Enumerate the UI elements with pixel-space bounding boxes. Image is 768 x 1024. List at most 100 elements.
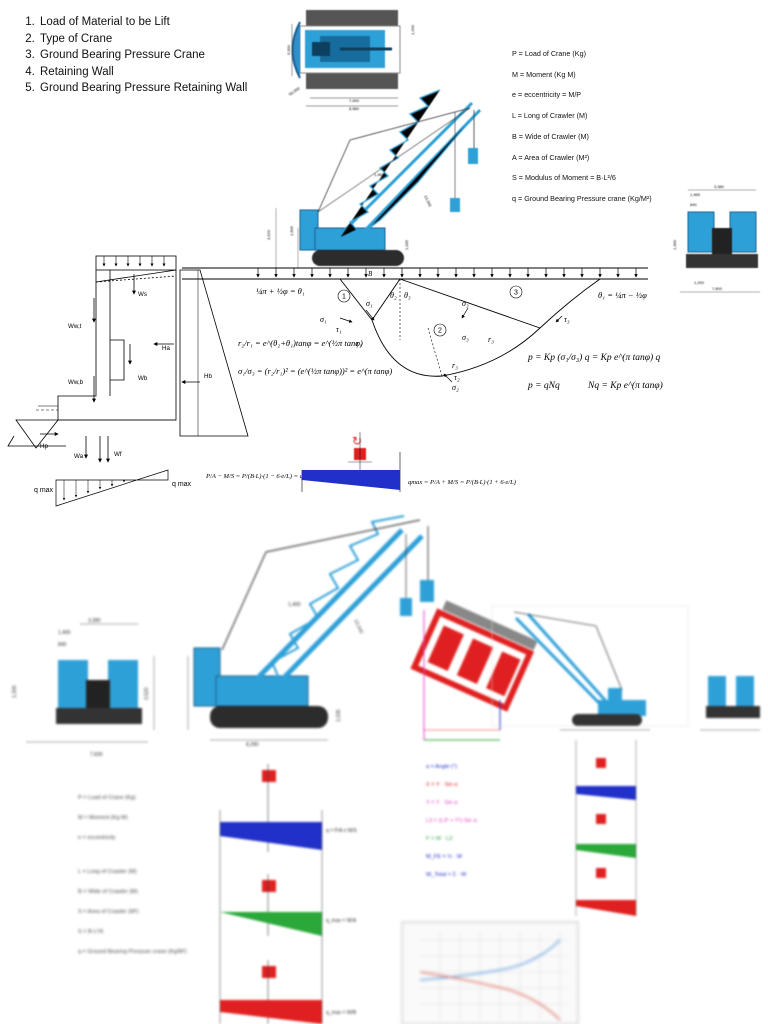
- bearing-equation-p: p = Kp (σ₁/σ₃) q = Kp e^(π tanφ) q: [527, 352, 661, 363]
- angle-equation-right: θ₁ = ¼π − ½φ: [598, 290, 647, 300]
- dim-label: 8,280: [246, 742, 259, 748]
- stress-label: σ₁: [366, 299, 373, 308]
- retaining-wall-diagram: Ws Ww,t Ww,b Wb Ha Hb Hp Wa Wf q max q m…: [7, 255, 249, 507]
- tilted-crane-diagram: [410, 600, 538, 741]
- crane-front-view: 3,380 1,465 840 1,300 1,200 7,600: [672, 184, 760, 293]
- force-label: Wf: [114, 451, 122, 458]
- dim-label: 3,520: [144, 687, 150, 700]
- dim-label: 1,300: [672, 239, 677, 250]
- legend-line: L = Long of Crawler (M): [512, 111, 588, 121]
- bar-label: q = P/A ± M/S: [326, 828, 357, 834]
- crane-front-view-large: 3,380 1,465 840 1,300 7,600: [12, 618, 148, 758]
- legend-line: M = Moment (Kg M): [78, 815, 128, 821]
- stress-label: σ₃: [462, 299, 469, 308]
- ratio-equation-r: r₂/r₁ = e^(θ₂+θ₁)tanφ = e^(½π tanφ): [238, 338, 363, 348]
- legend-line: W_Total = Σ · W: [426, 872, 467, 878]
- dim-label: 6,000: [286, 44, 291, 55]
- legend-line: q = Ground Bearing Pressure crane (Kg/M²…: [78, 949, 187, 955]
- dim-label: 56,000: [288, 85, 302, 97]
- legend-line: M_FE = ½ · W: [426, 854, 463, 860]
- dim-label: 7,600: [90, 752, 103, 758]
- crane-top-view: 6,000 1,200 7,000 8,580 56,000: [286, 10, 415, 111]
- topic-item: Retaining Wall: [38, 64, 247, 81]
- dim-label: 7,000: [349, 98, 360, 103]
- force-label: Wb: [138, 375, 148, 382]
- dim-label: 1,465: [690, 192, 701, 197]
- dim-label: 1,460: [288, 602, 301, 608]
- legend-line: X = Y · Sin α: [426, 782, 458, 788]
- shear-label: τ₂: [454, 373, 460, 382]
- dim-label: 3,520: [266, 229, 271, 240]
- pressure-bars-right: [575, 740, 637, 916]
- angle-equation-left: ¼π + ½φ = θ₁: [256, 286, 305, 296]
- dim-label: 1,460: [374, 172, 385, 177]
- width-label: B: [368, 270, 373, 278]
- crane-side-view-large: 1,460 3,520 8,280 1,035 13,340: [144, 515, 434, 748]
- crane-side-view-small: [491, 605, 689, 731]
- topic-item: Ground Bearing Pressure Crane: [38, 47, 247, 64]
- ratio-equation-sigma: σ₁/σ₃ = (r₂/r₁)² = (e^(½π tanφ))² = e^(π…: [238, 366, 392, 376]
- stress-label: σ₁: [320, 315, 327, 324]
- angle-label: θ₃: [404, 291, 411, 300]
- dim-label: 13,340: [423, 194, 433, 208]
- legend-line: S = B·L²/6: [78, 929, 104, 935]
- force-label: Ww,b: [68, 379, 84, 386]
- legend-line: M = Moment (Kg M): [512, 69, 576, 79]
- legend-line: e = eccentricity = M/P: [512, 90, 582, 100]
- dim-label: 1,200: [410, 24, 415, 35]
- legend-line: L3 = (L3² + T²)·Sin α: [426, 818, 477, 824]
- dim-label: 1,200: [694, 280, 705, 285]
- stress-label: σ₃: [462, 333, 469, 342]
- bar-label: q_max = W/A: [326, 918, 357, 924]
- topic-item: Type of Crane: [38, 31, 247, 48]
- pressure-bars-left: q = P/A ± M/S q_max = W/A q_max = W/B: [219, 764, 357, 1024]
- legend-line: L = Long of Crawler (M): [78, 869, 137, 875]
- stress-label: τ₁: [336, 325, 342, 334]
- stress-label: r₃: [452, 361, 458, 370]
- qmax-equation: qmax = P/A + M/S = P/(B·L)·(1 + 6·e/L): [408, 479, 516, 486]
- bar-label: q_max = W/B: [326, 1010, 357, 1016]
- angle-label: θ₂: [390, 291, 397, 300]
- pressure-label: q max: [34, 487, 54, 494]
- legend-line: S = Area of Crawler (M²): [78, 909, 139, 915]
- dim-label: 13,340: [352, 618, 364, 635]
- topic-list: Load of Material to be Lift Type of Cran…: [4, 14, 247, 97]
- angle-legend: a = Angle (°) X = Y · Sin α Y = Y · Sin …: [426, 758, 477, 884]
- dim-label: 3,380: [714, 184, 725, 189]
- dim-label: 1,465: [58, 630, 71, 636]
- legend-line: e = eccentricity: [78, 835, 116, 841]
- legend-line: Y = Y · Sin α: [426, 800, 458, 806]
- ground-bearing-diagram: B 1 2 3 ¼π + ½φ = θ₁ θ₁ = ¼π − ½φ σ₁ τ₁ …: [182, 267, 663, 392]
- force-label: Ha: [162, 345, 170, 352]
- legend-line: a = Angle (°): [426, 764, 458, 770]
- radius-label: r₃: [488, 335, 494, 344]
- topic-item: Ground Bearing Pressure Retaining Wall: [38, 80, 247, 97]
- crane-front-view-small: [700, 676, 760, 731]
- zone-label: 2: [438, 328, 442, 335]
- crane-side-view: 1,460 3,520 1,605 13,340 1,035: [266, 89, 482, 268]
- topic-item: Load of Material to be Lift: [38, 14, 247, 31]
- legend-line: B = Wide of Crawler (M): [512, 131, 589, 141]
- dim-label: 7,600: [712, 286, 723, 291]
- dim-label: 8,580: [349, 106, 360, 111]
- dim-label: 1,300: [12, 685, 18, 698]
- legend-line: S = Modulus of Moment = B·L²/6: [512, 173, 616, 183]
- zone-label: 3: [514, 290, 518, 297]
- legend-line: P = Load of Crane (Kg): [78, 795, 136, 801]
- lower-variable-legend: P = Load of Crane (Kg) M = Moment (Kg M)…: [78, 788, 187, 962]
- pressure-label: q max: [172, 481, 192, 488]
- variable-legend: P = Load of Crane (Kg) M = Moment (Kg M)…: [512, 44, 652, 210]
- pressure-diagram: P/A − M/S = P/(B·L)·(1 − 6·e/L) = qmin ↻…: [205, 432, 516, 492]
- force-label: Wa: [74, 453, 84, 460]
- dim-label: 1,035: [404, 239, 409, 250]
- force-label: Hb: [204, 373, 212, 380]
- dim-label: 840: [690, 202, 697, 207]
- chart-thumbnail: [401, 921, 579, 1024]
- radius-label: r₁: [356, 339, 362, 348]
- legend-line: q = Ground Bearing Pressure crane (Kg/M²…: [512, 193, 652, 203]
- qmin-equation: P/A − M/S = P/(B·L)·(1 − 6·e/L) = qmin: [205, 473, 314, 480]
- legend-line: P = Load of Crane (Kg): [512, 49, 586, 58]
- dim-label: 840: [58, 642, 67, 648]
- dim-label: 3,380: [88, 618, 101, 624]
- moment-symbol-icon: ↻: [352, 434, 362, 448]
